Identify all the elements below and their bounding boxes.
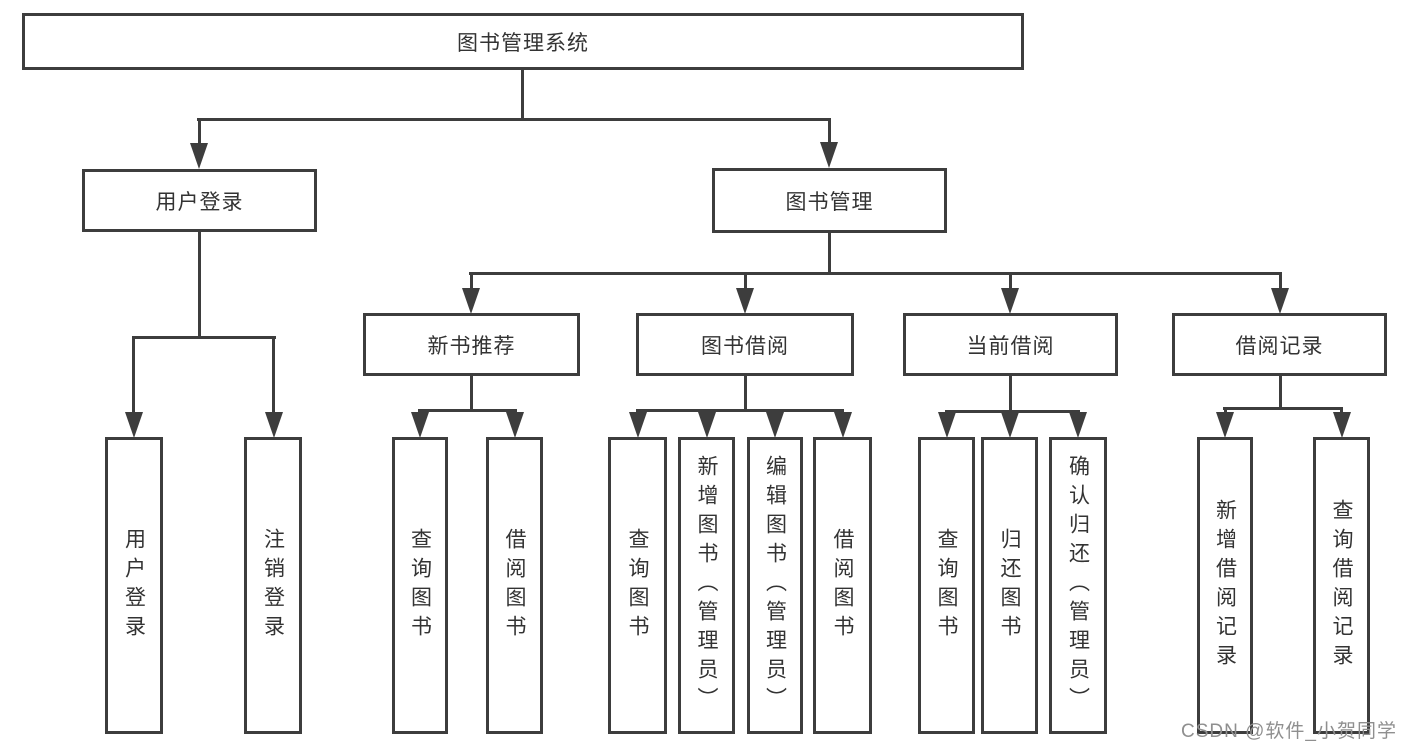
leaf-label: 借阅图书 (831, 527, 854, 644)
leaf-confirm-return-admin: 确认归还（管理员） (1049, 437, 1107, 734)
leaf-query-books-current: 查询图书 (918, 437, 975, 734)
arrow-down-icon (1333, 412, 1351, 438)
leaf-label: 编辑图书（管理员） (763, 455, 787, 716)
connector-drop-section (470, 272, 473, 292)
node-new-book-recommend: 新书推荐 (363, 313, 580, 376)
arrow-down-icon (736, 288, 754, 314)
arrow-down-icon (1001, 412, 1019, 438)
node-label: 用户登录 (155, 190, 244, 214)
arrow-down-icon (265, 412, 283, 438)
leaf-query-books-borrowing: 查询图书 (608, 437, 667, 734)
connector-drop-section (1279, 272, 1282, 292)
leaf-add-borrow-record: 新增借阅记录 (1197, 437, 1253, 734)
leaf-borrow-books-borrowing: 借阅图书 (813, 437, 872, 734)
arrow-down-icon (938, 412, 956, 438)
node-book-borrowing: 图书借阅 (636, 313, 854, 376)
arrow-down-icon (1216, 412, 1234, 438)
connector-section-stem (470, 375, 473, 412)
node-library-system: 图书管理系统 (22, 13, 1024, 70)
connector-section-branch (636, 409, 844, 412)
connector-section-stem (1009, 375, 1012, 413)
arrow-down-icon (190, 143, 208, 169)
csdn-watermark: CSDN @软件_小贺同学 (1181, 721, 1397, 742)
node-borrow-records: 借阅记录 (1172, 313, 1387, 376)
leaf-label: 用户登录 (122, 527, 146, 644)
node-book-management: 图书管理 (712, 168, 947, 233)
leaf-label: 新增图书（管理员） (695, 455, 718, 716)
connector-user-login-branch (132, 336, 276, 339)
connector-section-branch (1223, 407, 1343, 410)
arrow-down-icon (834, 412, 852, 438)
arrow-down-icon (506, 412, 524, 438)
node-user-login: 用户登录 (82, 169, 317, 232)
node-label: 新书推荐 (427, 334, 516, 358)
leaf-query-borrow-record: 查询借阅记录 (1313, 437, 1370, 734)
arrow-down-icon (820, 142, 838, 168)
leaf-label: 归还图书 (998, 527, 1021, 644)
leaf-query-books-recommend: 查询图书 (392, 437, 448, 734)
arrow-down-icon (125, 412, 143, 438)
node-label: 图书借阅 (701, 334, 789, 358)
arrow-down-icon (411, 412, 429, 438)
arrow-down-icon (766, 412, 784, 438)
connector-drop-user-login (198, 118, 201, 146)
leaf-label: 查询借阅记录 (1330, 498, 1353, 673)
node-label: 图书管理 (785, 190, 874, 214)
connector-user-login-stem (198, 231, 201, 339)
leaf-user-login: 用户登录 (105, 437, 163, 734)
node-label: 当前借阅 (966, 334, 1055, 358)
connector-drop-leaf (132, 336, 135, 416)
connector-level2-branch (197, 118, 831, 121)
connector-drop-book-mgmt (828, 118, 831, 146)
node-label: 图书管理系统 (457, 31, 589, 55)
arrow-down-icon (1271, 288, 1289, 314)
leaf-return-book: 归还图书 (981, 437, 1038, 734)
leaf-label: 查询图书 (935, 527, 958, 644)
connector-book-mgmt-stem (828, 233, 831, 275)
node-current-borrowing: 当前借阅 (903, 313, 1118, 376)
node-label: 借阅记录 (1235, 334, 1324, 358)
leaf-edit-book-admin: 编辑图书（管理员） (747, 437, 803, 734)
leaf-label: 查询图书 (626, 527, 649, 644)
connector-section-stem (1279, 375, 1282, 410)
arrow-down-icon (698, 412, 716, 438)
connector-drop-leaf (272, 336, 275, 416)
arrow-down-icon (1001, 288, 1019, 314)
leaf-label: 查询图书 (408, 527, 432, 644)
leaf-label: 借阅图书 (503, 527, 526, 644)
leaf-add-book-admin: 新增图书（管理员） (678, 437, 735, 734)
leaf-label: 注销登录 (261, 527, 285, 644)
connector-drop-section (1009, 272, 1012, 292)
connector-root-stem (521, 69, 524, 121)
connector-section-branch (418, 409, 517, 412)
connector-section-stem (744, 375, 747, 412)
leaf-logout: 注销登录 (244, 437, 302, 734)
arrow-down-icon (1069, 412, 1087, 438)
leaf-borrow-books-recommend: 借阅图书 (486, 437, 543, 734)
leaf-label: 新增借阅记录 (1213, 498, 1237, 673)
arrow-down-icon (462, 288, 480, 314)
arrow-down-icon (629, 412, 647, 438)
connector-drop-section (744, 272, 747, 292)
connector-section-branch (945, 410, 1080, 413)
connector-level3-branch (469, 272, 1282, 275)
leaf-label: 确认归还（管理员） (1066, 455, 1090, 716)
